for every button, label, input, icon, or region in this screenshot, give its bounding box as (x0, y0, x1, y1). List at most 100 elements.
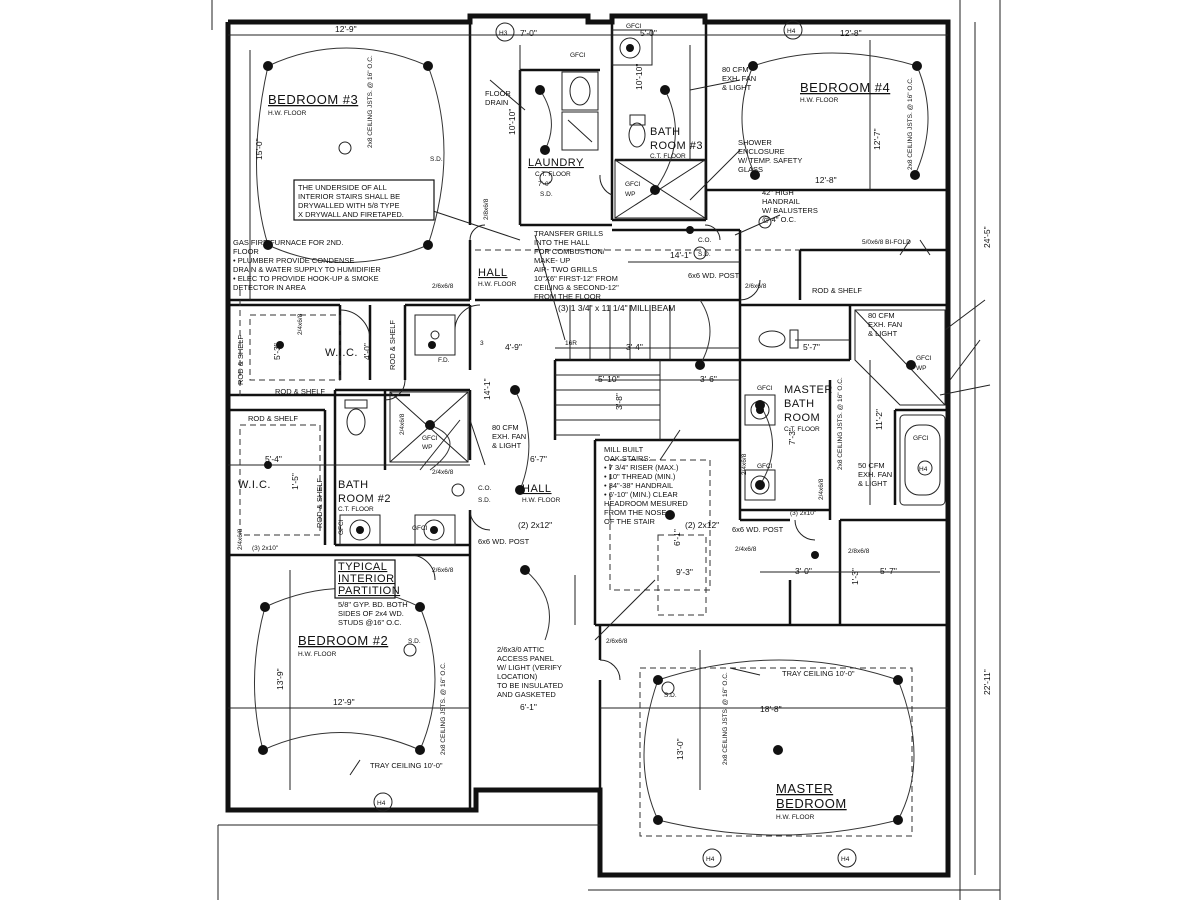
ceiling-light-icon (258, 745, 268, 755)
ceiling-light-icon (276, 341, 284, 349)
handrail-2: HANDRAIL (762, 197, 800, 206)
section-marker-icon (917, 460, 933, 476)
stair-w: 4'-9" (505, 342, 522, 352)
transfer-note-4: MAKE- UP (534, 256, 570, 265)
ceiling-light-icon (893, 815, 903, 825)
master-ceiling: 2x8 CEILING JSTS. @ 16" O.C. (722, 672, 729, 765)
bedroom4-width2: 12'-8" (815, 175, 837, 185)
drywall-note-4: X DRYWALL AND FIRETAPED. (298, 210, 404, 219)
section-marker-icon (837, 848, 857, 868)
door-hall: 2/6x6/8 (432, 283, 454, 290)
sd-mb: S.D. (664, 692, 677, 699)
transfer-note-5: AIR- TWO GRILLS (534, 265, 597, 274)
ceiling-light-icon (910, 170, 920, 180)
ceiling-light-icon (423, 61, 433, 71)
ceiling-light-icon (263, 240, 273, 250)
door-mbath2: 2/4x6/8 (741, 453, 748, 475)
laundry-title: LAUNDRY (528, 157, 584, 169)
dbl-2x10b: (3) 2x10" (790, 510, 817, 517)
stair-dn: 16R (565, 340, 577, 347)
attic-6: AND GASKETED (497, 690, 556, 699)
ceiling-light-icon (535, 85, 545, 95)
stairs-note-1: MILL BUILT (604, 445, 644, 454)
ceiling-light-icon (415, 745, 425, 755)
ceiling-light-icon (653, 815, 663, 825)
partition-1: TYPICAL (338, 561, 387, 573)
furnace-note-1: GAS FIRE FURNACE FOR 2ND. (233, 238, 343, 247)
floor-drain-2: DRAIN (485, 98, 508, 107)
bedroom3-ceiling: 2x8 CEILING JSTS. @ 16" O.C. (367, 55, 374, 148)
handrail-3: W/ BALUSTERS (762, 206, 818, 215)
mbath-floor: C.T. FLOOR (784, 426, 820, 433)
bedroom3-title: BEDROOM #3 (268, 92, 358, 107)
h3-marker: H3 (499, 30, 508, 37)
ceiling-light-icon (906, 360, 916, 370)
toilet-icon (344, 399, 368, 436)
bedroom2-width: 12'-9" (333, 697, 355, 707)
partition-2: INTERIOR (338, 573, 395, 585)
furnace-icon (414, 314, 456, 356)
gfci-bath2c: GFCI (338, 519, 345, 535)
bedroom2-height: 13'-9" (275, 668, 285, 690)
partition-box (334, 559, 396, 599)
wic1-h: 5'-3" (272, 343, 282, 360)
stairs-note-4: • 10" THREAD (MIN.) (604, 472, 676, 481)
h4-marker-b2: H4 (377, 800, 386, 807)
bath3-height: 10'-10" (634, 64, 644, 90)
section-marker-icon (783, 20, 803, 40)
floor-drain-1: FLOOR (485, 89, 511, 98)
section-marker-icon (373, 792, 393, 812)
gfci-mb1: GFCI (916, 355, 932, 362)
gfci-bath2: GFCI (422, 435, 438, 442)
three-label: 3 (480, 340, 484, 347)
mbath-title-3: ROOM (784, 412, 820, 424)
transfer-note-2: INTO THE HALL (534, 238, 590, 247)
attic-4: LOCATION) (497, 672, 538, 681)
ceiling-light-icon (665, 510, 675, 520)
bifold-label: 5/0x6/8 BI-FOLD (862, 239, 911, 246)
ceiling-light-icon (264, 461, 272, 469)
ceiling-light-icon (260, 602, 270, 612)
shower-note-3: W/ TEMP. SAFETY (738, 156, 802, 165)
transfer-note-8: FROM THE FLOOR (534, 292, 602, 301)
smoke-detector-icon (693, 246, 707, 260)
exh-fan-50-1: 50 CFM (858, 461, 885, 470)
ceiling-lights (258, 45, 922, 825)
furnace-note-5: • ELEC TO PROVIDE HOOK-UP & SMOKE (233, 274, 379, 283)
rod-shelf-wic2b: ROD & SHELF (315, 478, 324, 528)
exh-fan-b2-1: 80 CFM (492, 423, 519, 432)
washer-icon (561, 71, 599, 111)
hall-lower-title: HALL (522, 483, 552, 495)
ceiling-light-icon (510, 385, 520, 395)
stairs-note-3: • 7 3/4" RISER (MAX.) (604, 463, 679, 472)
transfer-note-1: TRANSFER GRILLS (534, 229, 603, 238)
ceiling-light-icon (520, 565, 530, 575)
rod-shelf-b4: ROD & SHELF (812, 286, 862, 295)
door-mbath: 2/4x6/8 (818, 478, 825, 500)
ceiling-light-icon (650, 185, 660, 195)
section-marker-icon (495, 22, 515, 42)
ceiling-light-icon (755, 480, 765, 490)
door-bath2: 2/4x6/8 (432, 469, 454, 476)
smoke-detector-icon (661, 681, 675, 695)
partition-detail-2: SIDES OF 2x4 WD. (338, 609, 404, 618)
beam2: (2) 2x12" (518, 520, 552, 530)
furnace-note-3: • PLUMBER PROVIDE CONDENSE (233, 256, 354, 265)
smoke-detector-icon (451, 483, 465, 497)
dbl-2x10: (3) 2x10" (252, 545, 279, 552)
interior-walls (228, 22, 948, 810)
bath3-width: 5'-0" (640, 28, 657, 38)
ceiling-light-icon (415, 602, 425, 612)
rod-shelf-wic1c: ROD & SHELF (275, 387, 325, 396)
ceiling-light-icon (695, 360, 705, 370)
exh-fan-50-3: & LIGHT (858, 479, 888, 488)
wic2-title: W.I.C. (238, 479, 271, 491)
stairs-note-2: OAK STAIRS: (604, 454, 651, 463)
door-stairs: 2/4x6/8 (735, 546, 757, 553)
bath3-title-1: BATH (650, 126, 681, 138)
attic-h: 9'-3" (676, 567, 693, 577)
shower-note-4: GLASS (738, 165, 763, 174)
bedroom4-floor: H.W. FLOOR (800, 97, 839, 104)
attic-3: W/ LIGHT (VERIFY (497, 663, 562, 672)
